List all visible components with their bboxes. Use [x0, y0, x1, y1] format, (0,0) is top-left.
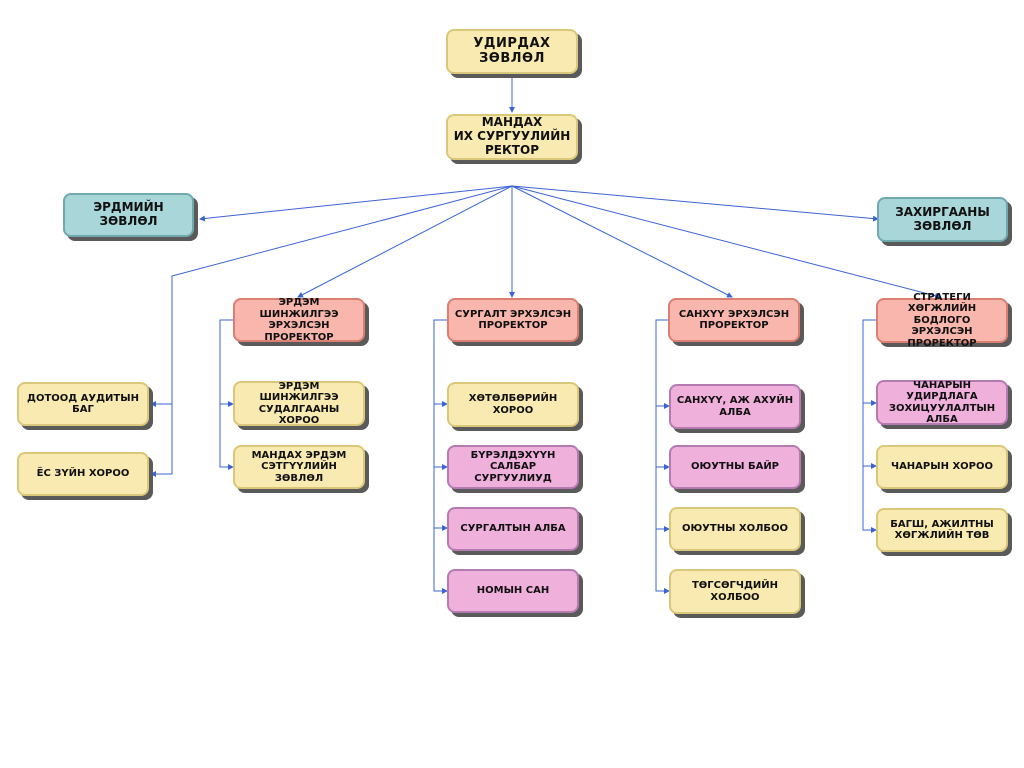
library-node: НОМЫН САН — [447, 569, 579, 613]
quality-committee-node: ЧАНАРЫН ХОРОО — [876, 445, 1008, 489]
staff-center-node: БАГШ, АЖИЛТНЫ ХӨГЖЛИЙН ТӨВ — [876, 508, 1008, 552]
branch-schools-node: БҮРЭЛДЭХҮҮН САЛБАР СУРГУУЛИУД — [447, 445, 579, 489]
link-curriculum — [433, 319, 448, 407]
internal-audit-node: ДОТООД АУДИТЫН БАГ — [17, 382, 149, 426]
link-academy-council — [219, 404, 234, 470]
dormitory-node: ОЮУТНЫ БАЙР — [669, 445, 801, 489]
rector-node: МАНДАХ ИХ СУРГУУЛИЙН РЕКТОР — [446, 114, 578, 160]
link-quality-committee — [862, 403, 877, 469]
research-committee-node: ЭРДЭМ ШИНЖИЛГЭЭ СУДАЛГААНЫ ХОРОО — [233, 381, 365, 426]
link-research-committee — [219, 319, 234, 407]
link-rector-research-prorector — [297, 185, 513, 298]
curriculum-committee-node: ХӨТӨЛБӨРИЙН ХОРОО — [447, 382, 579, 427]
link-education-office — [433, 467, 448, 531]
admin-council-node: ЗАХИРГААНЫ ЗӨВЛӨЛ — [877, 197, 1008, 242]
link-branch-schools — [433, 404, 448, 470]
research-prorector-node: ЭРДЭМ ШИНЖИЛГЭЭ ЭРХЭЛСЭН ПРОРЕКТОР — [233, 297, 365, 343]
finance-office-node: САНХҮҮ, АЖ АХУЙН АЛБА — [669, 384, 801, 429]
link-rector-admin-council — [511, 185, 879, 222]
ethics-committee-node: ЁС ЗҮЙН ХОРОО — [17, 452, 149, 496]
alumni-union-node: ТӨГСӨГЧДИЙН ХОЛБОО — [669, 569, 801, 614]
link-dormitory — [655, 406, 670, 470]
link-quality-office — [862, 319, 877, 406]
education-office-node: СУРГАЛТЫН АЛБА — [447, 507, 579, 551]
link-rector-academic-council — [199, 185, 513, 222]
academic-council-node: ЭРДМИЙН ЗӨВЛӨЛ — [63, 193, 194, 237]
finance-prorector-node: САНХҮҮ ЭРХЭЛСЭН ПРОРЕКТОР — [668, 298, 800, 342]
link-staff-center — [862, 466, 877, 533]
board-node: УДИРДАХ ЗӨВЛӨЛ — [446, 29, 578, 74]
link-student-union — [655, 467, 670, 532]
link-rector-strategy-prorector — [511, 185, 941, 299]
link-finance-office — [655, 319, 670, 409]
link-rector-finance-prorector — [511, 185, 733, 298]
link-library — [433, 528, 448, 594]
student-union-node: ОЮУТНЫ ХОЛБОО — [669, 507, 801, 551]
link-ethics — [150, 404, 173, 477]
strategy-prorector-node: СТРАТЕГИ ХӨГЖЛИЙН БОДЛОГО ЭРХЭЛСЭН ПРОРЕ… — [876, 292, 1008, 349]
academy-council-node: МАНДАХ ЭРДЭМ СЭТГҮҮЛИЙН ЗӨВЛӨЛ — [233, 445, 365, 489]
academic-prorector-node: СУРГАЛТ ЭРХЭЛСЭН ПРОРЕКТОР — [447, 298, 579, 342]
link-alumni — [655, 529, 670, 594]
quality-office-node: ЧАНАРЫН УДИРДЛАГА ЗОХИЦУУЛАЛТЫН АЛБА — [876, 380, 1008, 425]
